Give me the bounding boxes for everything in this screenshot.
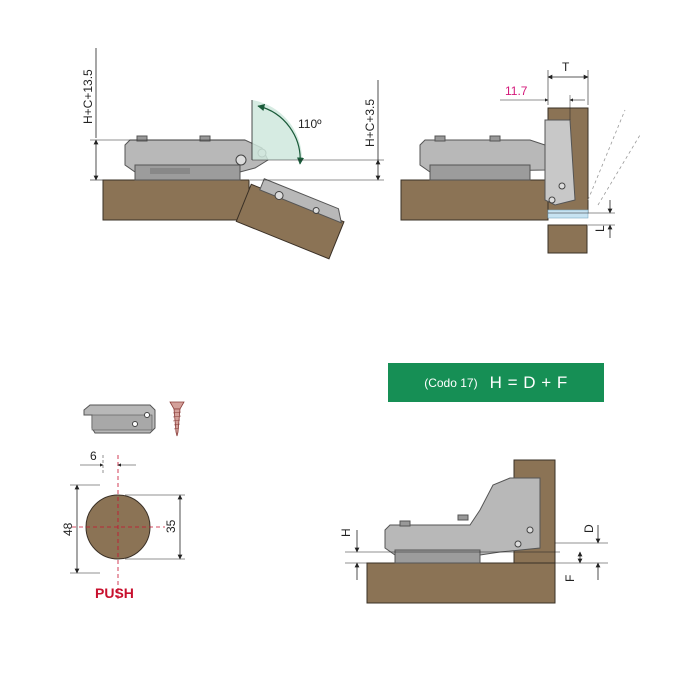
- hinge-icon: [384, 477, 541, 564]
- hinge-icon: [124, 135, 269, 181]
- dim-6-label: 6: [90, 449, 97, 463]
- dim-right-label: H+C+3.5: [363, 99, 377, 147]
- dim-l-label: L: [593, 225, 607, 232]
- cabinet-panel-3: [366, 562, 556, 604]
- cup-side-view: [83, 404, 156, 434]
- cabinet-panel: [102, 179, 250, 221]
- dim-35-label: 35: [164, 519, 178, 533]
- dim-t-label: T: [562, 60, 570, 74]
- diagram-closed-hinge: T 11.7 L: [400, 60, 641, 254]
- angle-label: 110º: [298, 117, 322, 131]
- offset-label: 11.7: [505, 84, 528, 98]
- dim-f-label: F: [563, 575, 577, 582]
- diagram-open-hinge: 110º H+C+13.5 H+C+3.5: [81, 48, 384, 260]
- diagram-codo-17: H D F: [339, 459, 608, 604]
- door-panel: [235, 178, 345, 260]
- formula-banner-bg: [388, 363, 604, 402]
- push-label: PUSH: [95, 585, 134, 601]
- formula-note: (Codo 17): [424, 375, 478, 390]
- formula-banner: (Codo 17) H = D + F: [388, 363, 604, 402]
- angle-wedge: [252, 100, 303, 160]
- dim-h-label: H: [339, 528, 353, 537]
- dim-d-label: D: [582, 524, 596, 533]
- hinge-icon: [419, 119, 576, 206]
- screw-icon: [169, 401, 185, 437]
- cabinet-panel-2: [400, 179, 549, 221]
- formula-equation: H = D + F: [489, 372, 568, 392]
- dim-48-label: 48: [61, 522, 75, 536]
- cabinet-panel-lower: [547, 224, 588, 254]
- drill-pattern: 6 48 35 PUSH: [61, 449, 185, 601]
- dim-left-label: H+C+13.5: [81, 69, 95, 124]
